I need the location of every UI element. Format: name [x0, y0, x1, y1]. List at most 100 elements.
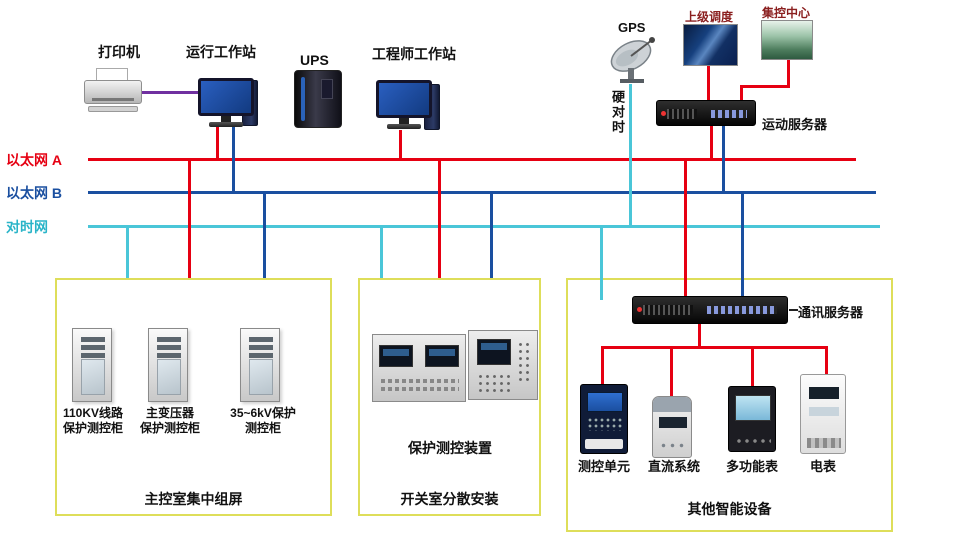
- measure-unit-label: 测控单元: [578, 459, 631, 474]
- meter-display: [809, 387, 839, 399]
- energy-meter-label: 电表: [809, 459, 836, 474]
- engineer-ws-ethernet-a-link: [399, 130, 402, 160]
- switchgear-room-box: [358, 278, 541, 516]
- switchgear-time-sync-link: [380, 225, 383, 278]
- operator-ws-ethernet-b-link: [232, 126, 235, 193]
- printer-tray: [88, 106, 138, 112]
- monitor-screen: [198, 78, 254, 116]
- gps-time-sync-link: [629, 84, 632, 226]
- cabinet-window: [81, 359, 105, 395]
- cabinet-label-line2: 保护测控柜: [62, 421, 123, 435]
- operator-workstation-monitor: [198, 78, 254, 127]
- monitor-base: [209, 122, 243, 127]
- energy-meter-leg: [825, 346, 828, 376]
- ups-label: UPS: [300, 52, 329, 68]
- printer-output-slot: [92, 98, 134, 101]
- server-ethernet-b-link: [722, 126, 725, 193]
- ethernet-b-label: 以太网 B: [6, 185, 62, 201]
- comm-server-image: [632, 296, 788, 324]
- cabinet-slot: [157, 345, 181, 350]
- device-buttons: [587, 417, 623, 431]
- meter-buttons: [735, 437, 771, 445]
- printer-image: [84, 68, 142, 114]
- ethernet-a-label: 以太网 A: [6, 152, 62, 168]
- engineer-workstation-monitor: [376, 80, 432, 129]
- cabinet-slot: [249, 353, 273, 358]
- switchgear-ethernet-a-link: [438, 158, 441, 278]
- device-buttons: [381, 379, 459, 383]
- comm-server-stem-line: [698, 324, 701, 348]
- energy-meter-image: [800, 374, 846, 454]
- other-smart-devices-caption: 其他智能设备: [687, 501, 772, 517]
- gps-label: GPS: [618, 20, 646, 35]
- cabinet-slot: [81, 337, 105, 342]
- device-distribution-line: [601, 346, 827, 349]
- server-led: [637, 307, 642, 312]
- main-room-time-sync-link: [126, 225, 129, 278]
- main-room-ethernet-b-link: [263, 191, 266, 278]
- comm-server-label: 通讯服务器: [798, 305, 864, 320]
- protection-device-panel-2: [468, 330, 538, 400]
- dc-system-label: 直流系统: [647, 459, 700, 474]
- monitor-stand: [399, 118, 409, 124]
- cabinet-main-transformer: [148, 328, 188, 402]
- main-room-ethernet-a-link: [188, 158, 191, 278]
- device-buttons: [381, 387, 459, 391]
- comm-server-pointer-line: [789, 309, 798, 311]
- meter-top: [653, 397, 691, 412]
- other-devices-time-sync-link: [600, 225, 603, 300]
- meter-display: [735, 395, 771, 421]
- printer-label: 打印机: [98, 44, 140, 60]
- server-vents: [643, 305, 693, 315]
- control-center-link-drop: [740, 85, 743, 102]
- protection-device-panel-1: [372, 334, 466, 402]
- cabinet-110kv-label: 110KV线路 保护测控柜: [50, 406, 136, 436]
- time-sync-net-label: 对时网: [6, 219, 48, 235]
- monitor-base: [387, 124, 421, 129]
- comm-server-ethernet-a-link: [684, 158, 687, 298]
- measure-control-unit-image: [580, 384, 628, 454]
- control-center-label: 集控中心: [762, 6, 811, 20]
- dc-system-meter-image: [652, 396, 692, 458]
- control-center-link-horizontal: [740, 85, 790, 88]
- other-smart-devices-box: [566, 278, 893, 532]
- ups-stripe: [301, 77, 305, 121]
- protection-device-label: 保护测控装置: [408, 440, 492, 456]
- server-vents: [667, 109, 697, 119]
- cabinet-label-line1: 35~6kV保护: [230, 406, 296, 420]
- hard-time-sync-label: 硬对时: [610, 90, 625, 135]
- ethernet-a-bus-line: [88, 158, 856, 161]
- cabinet-label-line1: 110KV线路: [62, 406, 124, 420]
- gps-antenna-icon: [604, 32, 666, 86]
- cabinet-slot: [249, 337, 273, 342]
- monitor-stand: [221, 116, 231, 122]
- switchgear-room-caption: 开关室分散安装: [400, 491, 499, 507]
- cabinet-slot: [249, 345, 273, 350]
- cabinet-slot: [81, 345, 105, 350]
- server-ports: [711, 110, 747, 118]
- device-screen: [477, 339, 511, 365]
- device-nameplate: [585, 439, 623, 449]
- ups-panel: [321, 79, 333, 99]
- control-center-link-vertical: [787, 58, 790, 87]
- device-button-grid: [517, 341, 533, 381]
- multifunction-meter-leg: [751, 346, 754, 388]
- engineer-workstation-label: 工程师工作站: [372, 46, 456, 62]
- dispatch-server-link: [707, 66, 710, 102]
- cabinet-transformer-label: 主变压器 保护测控柜: [128, 406, 212, 436]
- cabinet-slot: [157, 337, 181, 342]
- cabinet-slot: [81, 353, 105, 358]
- telecontrol-server-label: 运动服务器: [762, 117, 828, 132]
- cabinet-label-line1: 主变压器: [145, 406, 194, 420]
- cabinet-110kv-line: [72, 328, 112, 402]
- main-control-room-box: [55, 278, 332, 516]
- server-led: [661, 111, 666, 116]
- measure-unit-leg: [601, 346, 604, 386]
- telecontrol-server-image: [656, 100, 756, 126]
- comm-server-ethernet-b-link: [741, 191, 744, 298]
- cabinet-35-6kv: [240, 328, 280, 402]
- cabinet-35-6kv-label: 35~6kV保护 测控柜: [218, 406, 308, 436]
- server-ports: [707, 306, 777, 314]
- meter-display: [659, 417, 687, 428]
- superior-dispatch-label: 上级调度: [685, 10, 734, 24]
